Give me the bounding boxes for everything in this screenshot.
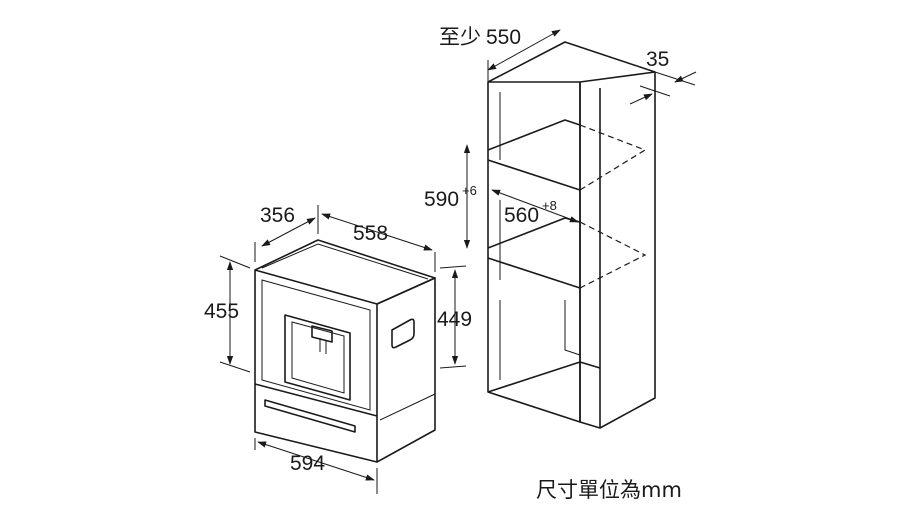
label-niche-height: 590 [424, 188, 459, 211]
coffee-outlet-inner [291, 321, 345, 394]
appliance-side-drawer-line [379, 393, 436, 421]
label-niche-width: 560 [504, 204, 539, 227]
ext-line [219, 361, 251, 373]
drawer-handle-icon [264, 399, 356, 433]
shelf-upper-dashed [579, 124, 647, 191]
cabinet-shelf-upper [487, 119, 581, 191]
cabinet-bottom [487, 361, 601, 393]
dim-appliance-width-front: 594 [254, 438, 378, 494]
cabinet-right-side [579, 72, 656, 429]
label-niche-width-tolerance: +8 [542, 198, 557, 213]
dim-appliance-height-side: 449 [437, 265, 472, 369]
coffee-outlet-niche [284, 314, 351, 401]
appliance-front [254, 269, 378, 463]
coffee-spout-icon [311, 325, 333, 343]
label-panel-thickness: 35 [646, 48, 669, 71]
dim-line-appliance-width-front [257, 441, 375, 481]
label-min-prefix: 至少 [439, 26, 481, 49]
dim-panel-thickness: 35 [629, 48, 697, 105]
cabinet-front-left-panel [487, 81, 581, 423]
dim-niche-width: 560 +8 [491, 189, 579, 227]
ext-line [439, 265, 467, 269]
dim-appliance-width-top: 558 [321, 213, 436, 272]
dim-cabinet-depth-min: 至少 550 [439, 26, 561, 82]
dim-line-appliance-width-top [321, 213, 433, 251]
ext-line [654, 71, 696, 86]
label-appliance-width-top: 558 [353, 222, 388, 245]
label-appliance-depth: 356 [260, 204, 295, 227]
label-appliance-height-front: 455 [204, 300, 239, 323]
label-niche-height-tolerance: +6 [462, 183, 477, 198]
dim-appliance-height-front: 455 [204, 255, 251, 373]
ext-line [439, 365, 467, 369]
dim-line-cabinet-depth [487, 29, 561, 71]
drawer-divider [254, 383, 378, 417]
coffee-machine-appliance [254, 239, 436, 463]
appliance-top-edge [261, 243, 429, 280]
cabinet-shelf-middle [487, 217, 581, 289]
tall-cabinet [487, 41, 656, 429]
units-note: 尺寸單位為mm [536, 478, 682, 502]
appliance-side [376, 277, 436, 463]
dim-line-appliance-depth [261, 217, 316, 247]
shelf-middle-dashed [579, 221, 647, 289]
appliance-front-panel [261, 279, 371, 411]
label-cabinet-depth: 550 [486, 26, 521, 49]
cabinet-lower-niche [564, 300, 581, 356]
dim-appliance-depth: 356 [254, 204, 319, 262]
dim-arrow-left [629, 93, 653, 105]
ext-line [639, 85, 671, 97]
ext-line [219, 255, 251, 269]
side-handle-icon [391, 318, 415, 349]
dim-arrow-right [674, 71, 697, 83]
label-appliance-width-front: 594 [290, 452, 325, 475]
dim-niche-height: 590 +6 [424, 144, 477, 249]
dim-line-niche-width [491, 189, 579, 223]
spout-nozzles [319, 338, 327, 354]
label-appliance-height-side: 449 [437, 308, 472, 331]
